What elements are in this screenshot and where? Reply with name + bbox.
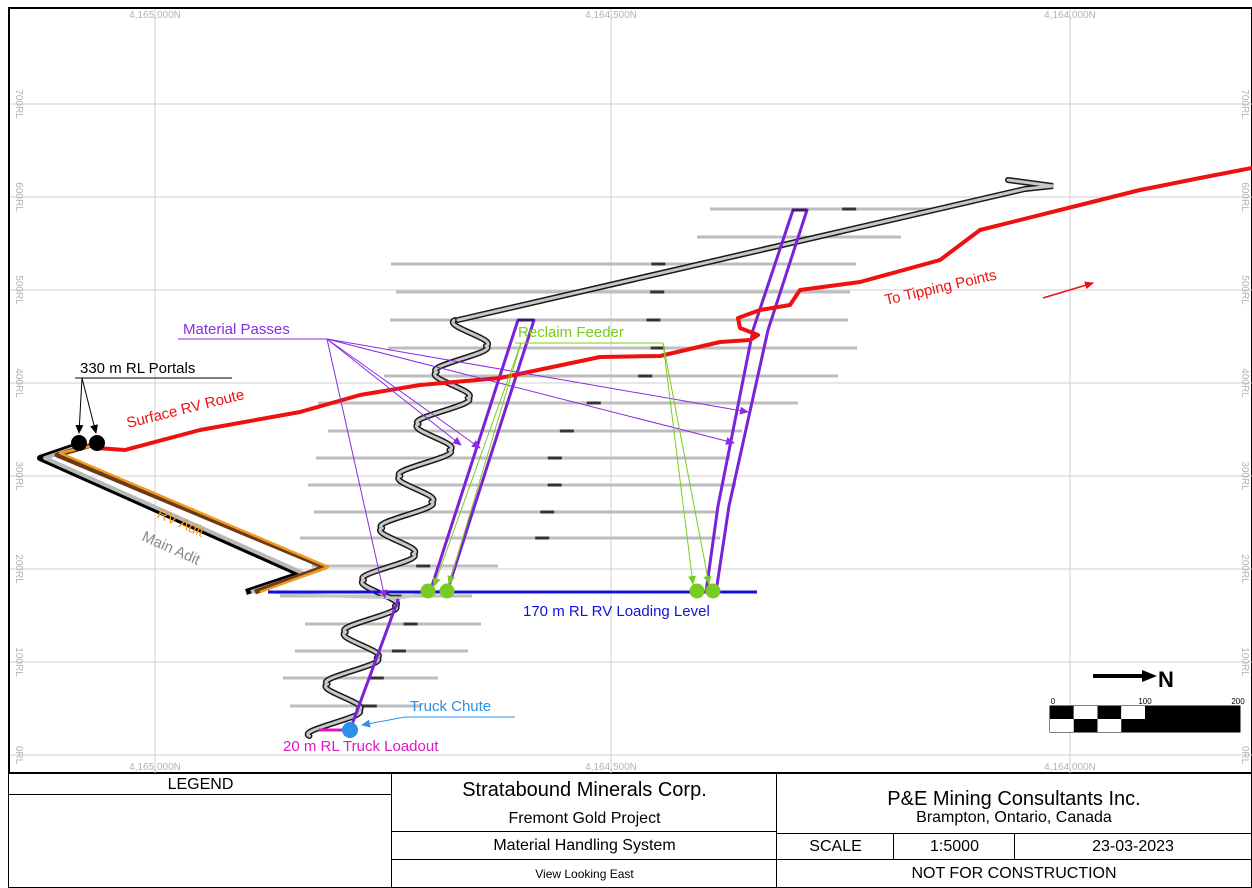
- elevation-label: 300RL: [1239, 461, 1250, 491]
- reclaim-feeder-marker: [689, 583, 705, 599]
- scale-tick-0: 0: [1051, 697, 1056, 706]
- mine-section-drawing: 4,165,000N 4,164,500N 4,164,000N 4,165,0…: [8, 7, 1252, 773]
- construction-status: NOT FOR CONSTRUCTION: [776, 859, 1252, 888]
- northing-label-top: 4,164,000N: [1044, 10, 1096, 21]
- elevation-label: 200RL: [13, 554, 24, 584]
- northing-label-bottom: 4,165,000N: [129, 762, 181, 773]
- north-arrow: N: [1093, 667, 1174, 692]
- elevation-label: 700RL: [1239, 89, 1250, 119]
- elevation-label: 0RL: [13, 746, 24, 765]
- surface-rv-route: [96, 166, 1252, 452]
- scale-label: SCALE: [776, 833, 895, 861]
- scale-cell: [1145, 706, 1240, 719]
- elevation-label: 500RL: [13, 275, 24, 305]
- consultant-location: Brampton, Ontario, Canada: [916, 809, 1112, 826]
- portal-marker: [71, 435, 87, 451]
- elevation-label: 100RL: [13, 647, 24, 677]
- elevation-label: 200RL: [1239, 554, 1250, 584]
- view-direction: View Looking East: [391, 859, 778, 888]
- reclaim-feeder-marker: [420, 583, 436, 599]
- scale-cell: [1097, 706, 1122, 719]
- drawing-date: 23-03-2023: [1014, 833, 1252, 861]
- reclaim-feeder-marker: [705, 583, 721, 599]
- truck-loadout-label: 20 m RL Truck Loadout: [283, 738, 439, 755]
- truck-chute-marker: [342, 722, 358, 738]
- upper-ramp-link: [455, 177, 1054, 323]
- consultant-name: P&E Mining Consultants Inc.: [776, 773, 1252, 835]
- northing-label-top: 4,164,500N: [585, 10, 637, 21]
- project-name: Fremont Gold Project: [391, 807, 778, 831]
- material-passes: [348, 208, 809, 732]
- title-block: LEGEND Stratabound Minerals Corp. Fremon…: [8, 773, 1252, 888]
- north-label: N: [1158, 667, 1174, 692]
- northing-label-top: 4,165,000N: [129, 10, 181, 21]
- elevation-label: 700RL: [13, 89, 24, 119]
- legend-body: [8, 794, 393, 888]
- material-passes-label: Material Passes: [183, 321, 290, 338]
- scale-bar: 0 100 200: [1049, 697, 1245, 733]
- elevation-label: 600RL: [13, 182, 24, 212]
- scale-cell: [1073, 719, 1098, 732]
- scale-cell: [1121, 706, 1145, 719]
- elevation-label: 400RL: [13, 368, 24, 398]
- legend-header: LEGEND: [8, 773, 393, 796]
- northing-label-bottom: 4,164,500N: [585, 762, 637, 773]
- elevation-label: 400RL: [1239, 368, 1250, 398]
- scale-cell: [1073, 706, 1098, 719]
- scale-cell: [1097, 719, 1122, 732]
- reclaim-feeder-marker: [439, 583, 455, 599]
- portal-marker: [89, 435, 105, 451]
- elevation-label: 0RL: [1239, 746, 1250, 765]
- elevation-label: 600RL: [1239, 182, 1250, 212]
- truck-chute-label: Truck Chute: [410, 698, 491, 715]
- reclaim-feeder-label: Reclaim Feeder: [518, 324, 624, 341]
- drawing-title: Material Handling System: [391, 831, 778, 861]
- scale-cell: [1121, 719, 1145, 732]
- elevation-label: 100RL: [1239, 647, 1250, 677]
- material-pass-spines: [518, 208, 807, 322]
- portals-label: 330 m RL Portals: [80, 360, 195, 377]
- loading-level-label: 170 m RL RV Loading Level: [523, 603, 710, 620]
- scale-tick-100: 100: [1138, 697, 1152, 706]
- drawing-frame: [8, 7, 1252, 773]
- scale-cell: [1145, 719, 1240, 732]
- scale-cell: [1050, 719, 1074, 732]
- spiral-ramp-highlight: [306, 318, 490, 738]
- grid-lines: [10, 9, 1252, 773]
- elevation-label: 500RL: [1239, 275, 1250, 305]
- scale-tick-200: 200: [1231, 697, 1245, 706]
- elevation-label: 300RL: [13, 461, 24, 491]
- scale-cell: [1050, 706, 1074, 719]
- scale-value: 1:5000: [893, 833, 1016, 861]
- northing-label-bottom: 4,164,000N: [1044, 762, 1096, 773]
